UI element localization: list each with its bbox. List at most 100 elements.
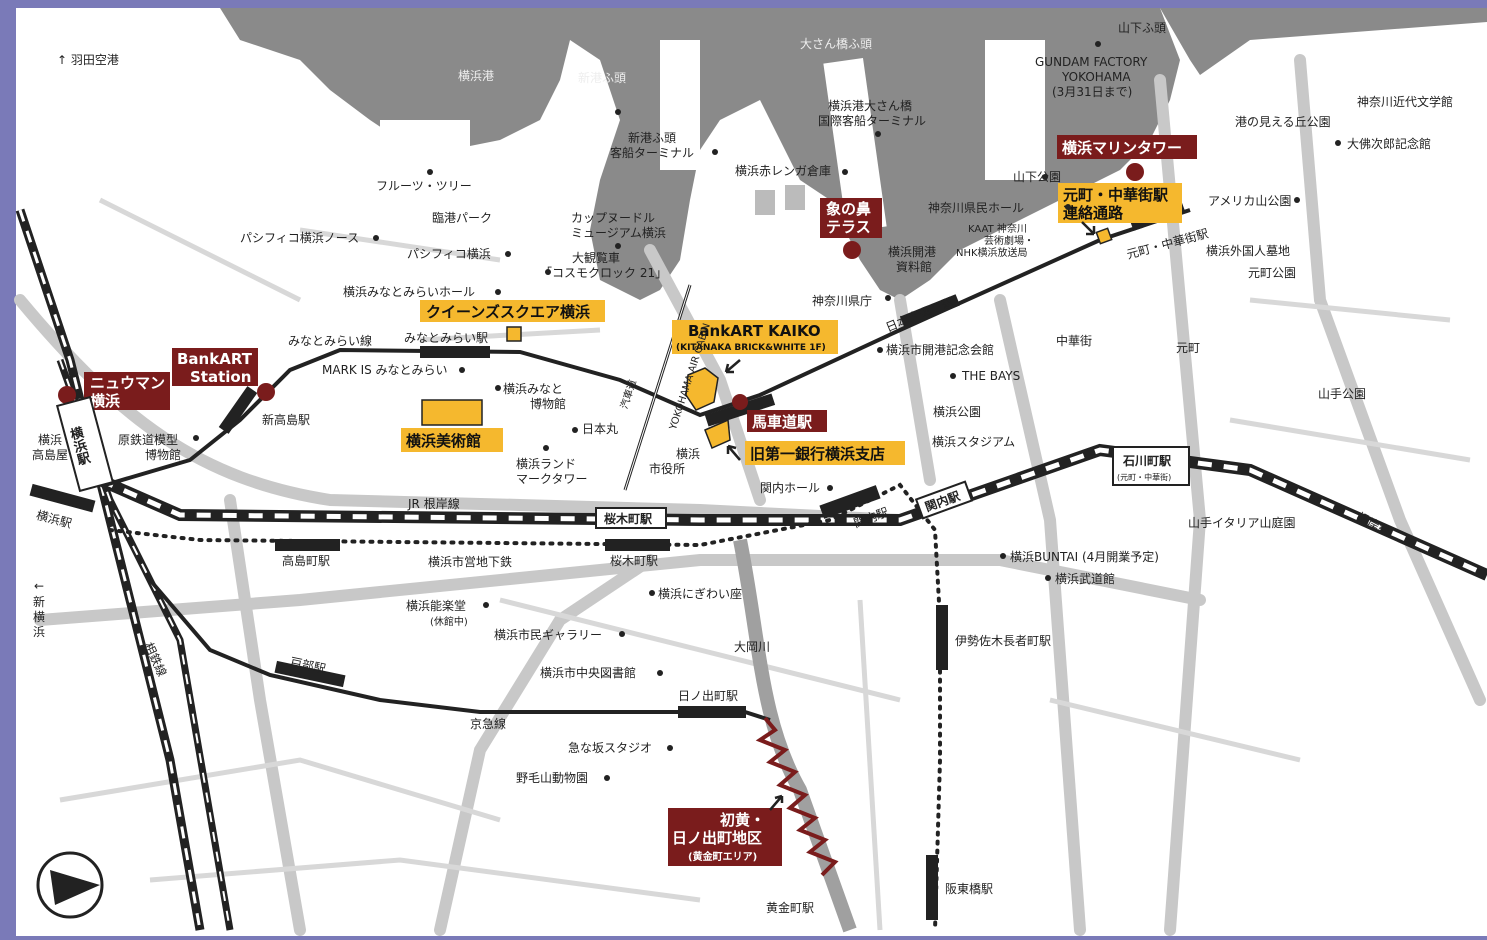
label-bankart-kaiko: BankART KAIKO	[688, 322, 821, 340]
label-motomachi-park: 元町公園	[1248, 266, 1296, 280]
label-gundam-2: YOKOHAMA	[1061, 70, 1131, 84]
label-noh-2: (休館中)	[430, 615, 468, 628]
label-gundam-3: (3月31日まで)	[1052, 85, 1132, 99]
label-minato-mieru: 港の見える丘公園	[1235, 115, 1331, 129]
label-fruits-tree: フルーツ・ツリー	[376, 179, 472, 193]
label-nippon-maru: 日本丸	[582, 422, 618, 436]
compass-icon	[36, 851, 104, 919]
label-citizens-gallery: 横浜市民ギャラリー	[494, 627, 602, 642]
label-shinko-terminal-2: 客船ターミナル	[610, 145, 694, 160]
label-ferris: 大観覧車	[572, 251, 620, 265]
label-ishikawacho-sub: (元町・中華街)	[1117, 472, 1171, 482]
label-stadium: 横浜スタジアム	[932, 435, 1015, 449]
label-kannai-hall: 関内ホール	[760, 481, 820, 495]
label-shinko-futo: 新港ふ頭	[578, 70, 626, 85]
label-kaat: KAAT 神奈川	[968, 222, 1027, 235]
label-hatsune: 初黄・	[720, 811, 765, 829]
label-city-hall: 横浜	[676, 447, 700, 461]
label-jr-negishi: JR 根岸線	[407, 496, 460, 511]
label-takashimaya-2: 高島屋	[32, 447, 68, 462]
label-shinko-terminal: 新港ふ頭	[628, 130, 676, 145]
label-kindai-bungaku: 神奈川近代文学館	[1357, 94, 1453, 109]
label-osaragi: 大佛次郎記念館	[1347, 136, 1431, 151]
label-ishikawacho: 石川町駅	[1122, 454, 1172, 468]
label-gundam: GUNDAM FACTORY	[1035, 55, 1148, 69]
label-former-bank: 旧第一銀行横浜支店	[750, 445, 885, 463]
label-ooka-river: 大岡川	[734, 640, 770, 654]
station-labels: 新高島駅 みなとみらい駅 高島町駅 桜木町駅 関内駅 元町・中華街駅 戸部駅 日…	[35, 225, 1210, 915]
label-kaikou-archives-2: 資料館	[896, 259, 932, 274]
label-osanbashi-terminal: 横浜港大さん橋	[828, 99, 912, 113]
label-takashimacho: 高島町駅	[282, 553, 330, 568]
label-cupnoodle-2: ミュージアム横浜	[571, 226, 666, 240]
label-hatsune-2: 日ノ出町地区	[672, 829, 762, 847]
label-koganecho: 黄金町駅	[766, 900, 814, 915]
label-minatomirai-line: みなとみらい線	[288, 333, 372, 348]
label-nigiwaiza: 横浜にぎわい座	[658, 586, 742, 601]
label-marine-tower: 横浜マリンタワー	[1062, 139, 1182, 157]
yellow-labels: クイーンズスクエア横浜 BankART KAIKO (KITANAKA BRIC…	[401, 183, 1182, 465]
label-port-museum: 横浜みなと	[503, 382, 563, 396]
place-labels: ↑ 羽田空港 ← 新 横 浜 横浜港 新港ふ頭 大さん橋ふ頭 山下ふ頭 GUND…	[32, 21, 1453, 785]
label-bandobashi: 阪東橋駅	[945, 882, 993, 896]
label-pacifico: パシフィコ横浜	[407, 247, 491, 261]
rail-jr-negishi	[97, 443, 1487, 581]
arrow-left-icon: ←	[34, 579, 44, 593]
label-shinyokohama-3: 浜	[33, 625, 45, 639]
label-motomachi: 元町	[1176, 341, 1200, 355]
label-budokan: 横浜武道館	[1055, 571, 1115, 586]
label-shinyokohama: 新	[33, 594, 45, 609]
label-italy-garden: 山手イタリア山庭園	[1188, 515, 1296, 530]
label-chinatown: 中華街	[1056, 333, 1092, 348]
label-takashimaya: 横浜	[38, 433, 62, 447]
venue-markers	[58, 163, 1144, 410]
red-labels: ニュウマン 横浜 BankART Station 馬車道駅 象の鼻 テラス 横浜…	[84, 135, 1197, 866]
label-nogeyama-zoo: 野毛山動物園	[516, 771, 588, 785]
label-bankart-station: BankART	[177, 350, 253, 368]
label-kyunazaka: 急な坂スタジオ	[568, 740, 652, 755]
venue-blocks	[421, 227, 1113, 450]
label-hinodecho: 日ノ出町駅	[678, 689, 738, 703]
label-newoman: ニュウマン	[90, 374, 165, 392]
label-minatomirai-station: みなとみらい駅	[404, 331, 488, 345]
label-kaat-2: 芸術劇場・	[984, 234, 1034, 247]
minor-roads	[59, 197, 1471, 931]
label-motomachi-passage-2: 連絡通路	[1063, 204, 1124, 222]
label-shinyokohama-2: 横	[33, 610, 45, 624]
label-bankart-kaiko-sub: (KITANAKA BRICK&WHITE 1F)	[676, 343, 826, 353]
label-cupnoodle: カップヌードル	[571, 211, 655, 225]
label-ferris-2: 「コスモクロック 21」	[540, 266, 667, 280]
pier-yamashita	[985, 40, 1045, 180]
label-yamate-park: 山手公園	[1318, 387, 1366, 401]
label-kenmin-hall: 神奈川県民ホール	[928, 201, 1024, 215]
label-subway: 横浜市営地下鉄	[428, 554, 512, 569]
label-buntai: 横浜BUNTAI (4月開業予定)	[1010, 549, 1159, 564]
hatsune-hinode-zone	[755, 716, 839, 877]
land-rinko	[380, 120, 470, 160]
label-keikyu: 京急線	[470, 716, 506, 731]
pier-osanbashi	[823, 58, 887, 232]
label-kaat-3: NHK横浜放送局	[956, 246, 1028, 259]
label-prefecture: 神奈川県庁	[812, 294, 872, 308]
label-markis: MARK IS みなとみらい	[322, 363, 448, 377]
label-yokohama-koen: 横浜公園	[933, 405, 981, 419]
label-osanbashi-terminal-2: 国際客船ターミナル	[818, 113, 926, 128]
label-mm-hall: 横浜みなとみらいホール	[343, 285, 475, 299]
label-yamashita-park: 山下公園	[1013, 170, 1061, 184]
label-akarenga: 横浜赤レンガ倉庫	[735, 163, 831, 178]
label-tobe: 戸部駅	[289, 654, 327, 676]
label-shintakashima: 新高島駅	[262, 412, 310, 427]
label-landmark-2: マークタワー	[516, 472, 588, 486]
label-sakuragicho-jr: 桜木町駅	[604, 511, 653, 526]
akarenga-block	[755, 190, 775, 215]
label-sakuragicho-subway: 桜木町駅	[610, 554, 658, 568]
label-yokohama-port: 横浜港	[458, 69, 494, 83]
label-yamashita-futo: 山下ふ頭	[1118, 21, 1166, 35]
station-boxes: 桜木町駅 石川町駅 (元町・中華街) 関内駅 横浜駅	[55, 395, 1190, 529]
pier-shinko	[660, 40, 700, 170]
label-isezakichojamachi: 伊勢佐木長者町駅	[955, 633, 1051, 648]
label-motomachi-passage: 元町・中華街駅	[1063, 186, 1169, 204]
label-landmark: 横浜ランド	[516, 457, 576, 471]
